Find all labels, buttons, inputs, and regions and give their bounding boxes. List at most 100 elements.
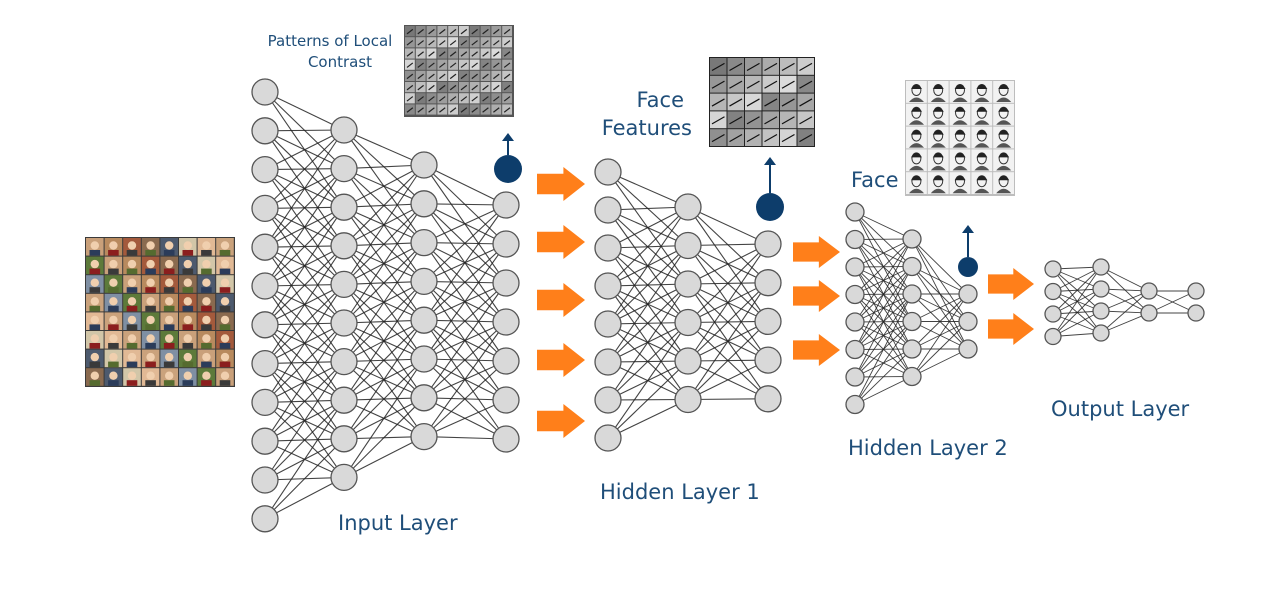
filter-cell-stroke — [482, 51, 489, 57]
neuron-node — [1092, 258, 1110, 276]
face-thumbnail-body — [108, 361, 119, 368]
face-thumbnail-head — [127, 259, 137, 269]
filter-cell-stroke — [711, 98, 725, 107]
face-thumbnail-head — [90, 334, 100, 343]
network-edge — [607, 206, 689, 287]
filter-cell-stroke — [471, 40, 478, 46]
filter-cell-stroke — [471, 62, 478, 68]
filter-cell-stroke — [439, 73, 446, 80]
network-edge — [607, 206, 689, 325]
sketch-cell — [906, 81, 927, 103]
sketch-cell — [971, 103, 993, 126]
filter-cell-stroke — [460, 84, 468, 91]
filter-cell-stroke — [503, 96, 511, 102]
face-thumbnail-body — [219, 268, 231, 275]
face-thumbnail-body — [163, 250, 175, 256]
face-thumbnail-head — [90, 259, 100, 269]
sketch-hair — [911, 107, 922, 112]
filter-cell-stroke — [406, 96, 414, 102]
sketch-face — [976, 152, 987, 165]
sketch-face — [955, 106, 965, 119]
filter-cell-stroke — [417, 62, 424, 68]
neuron-node — [845, 394, 865, 415]
filter-cell-stroke — [781, 80, 795, 89]
neuron-node — [330, 463, 358, 492]
face-thumbnail-body — [182, 361, 194, 368]
network-edge — [1052, 288, 1102, 337]
face-thumbnail-body — [145, 305, 156, 312]
face-thumbnail-head — [202, 241, 211, 250]
filter-cell-stroke — [406, 84, 414, 91]
filter-cell-stroke — [746, 80, 760, 89]
network-edge — [264, 284, 345, 403]
network-edge — [264, 284, 345, 364]
sketch-face — [911, 152, 922, 165]
face-thumbnail-head — [146, 352, 155, 362]
face-thumbnail-head — [90, 278, 100, 287]
face-sketches-image — [905, 80, 1015, 196]
face-thumbnail-body — [108, 324, 119, 330]
neuron-node — [251, 117, 279, 145]
face-thumbnail-body — [126, 324, 138, 330]
filter-cell-stroke — [449, 73, 457, 80]
flow-arrow — [537, 167, 585, 201]
neuron-node — [754, 346, 782, 374]
face-thumbnail-head — [183, 334, 192, 343]
sketch-shoulders — [974, 120, 990, 125]
network-edge — [1052, 266, 1102, 292]
neuron-node — [1140, 304, 1158, 322]
filter-cell-stroke — [428, 62, 435, 68]
neuron-node — [958, 339, 978, 359]
filter-cell-stroke — [460, 51, 468, 57]
filter-cell-stroke — [449, 96, 457, 102]
filter-cell-stroke — [460, 96, 468, 102]
filter-cell-stroke — [460, 62, 468, 68]
sketch-shoulders — [930, 120, 946, 125]
neuron-node — [330, 425, 358, 453]
sketch-face — [955, 175, 965, 188]
sketch-cell — [906, 172, 927, 194]
sketch-cell — [949, 103, 971, 126]
filter-cell-stroke — [449, 62, 457, 68]
face-thumbnail-head — [202, 334, 211, 343]
sketch-hair — [998, 107, 1010, 112]
sketch-hair — [911, 84, 922, 89]
sketch-shoulders — [909, 120, 924, 125]
sketch-face — [933, 152, 944, 165]
sketch-face — [911, 106, 922, 119]
flow-arrow — [988, 268, 1034, 300]
filter-cell-stroke — [449, 51, 457, 57]
network-edge — [1100, 290, 1150, 312]
sketch-shoulders — [996, 165, 1012, 171]
filter-cell-stroke — [503, 107, 511, 113]
face-thumbnail-body — [182, 250, 194, 256]
filter-cell-stroke — [482, 84, 489, 91]
network-edge — [911, 293, 969, 350]
face-thumbnail-head — [109, 352, 118, 362]
sketch-cell — [927, 172, 949, 194]
face-thumbnail-body — [145, 250, 156, 256]
face-thumbnail-body — [108, 380, 119, 386]
network-edge — [343, 358, 425, 440]
neuron-node — [410, 306, 438, 334]
filter-cell-stroke — [482, 28, 489, 35]
highlighted-neuron — [756, 193, 784, 221]
filter-cell-stroke — [764, 80, 778, 89]
sketch-shoulders — [996, 97, 1012, 102]
neuron-node — [492, 308, 520, 336]
network-edge — [607, 245, 689, 325]
neuron-node — [410, 422, 438, 451]
feature-pointer-arrowhead — [962, 225, 974, 233]
sketch-face — [998, 152, 1009, 165]
network-edges — [264, 91, 1197, 520]
neuron-node — [845, 229, 865, 250]
network-edge — [264, 168, 345, 287]
filter-cell-stroke — [439, 40, 446, 46]
filter-cell-stroke — [503, 40, 511, 46]
face-thumbnail-body — [182, 380, 194, 386]
neuron-node — [902, 339, 922, 359]
face-thumbnail-body — [89, 380, 101, 386]
neuron-node — [594, 196, 622, 224]
network-edge — [264, 206, 345, 287]
filter-cell-stroke — [799, 116, 813, 125]
